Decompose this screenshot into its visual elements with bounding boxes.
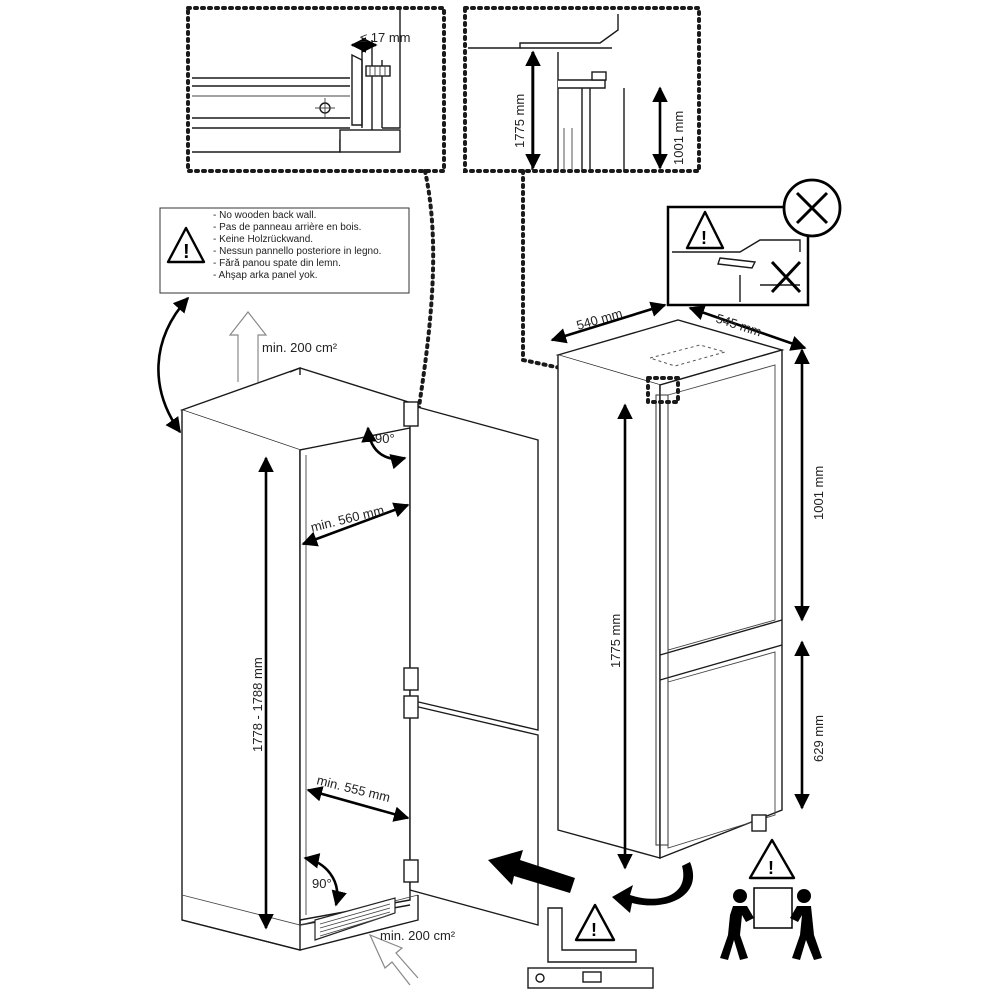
vent-top-arrow-icon [228, 311, 268, 382]
vent-top-label: min. 200 cm² [262, 340, 338, 355]
note-line-6: - Ahşap arka panel yok. [213, 270, 318, 281]
two-person-lift-icon: ! [720, 838, 822, 960]
svg-text:!: ! [768, 858, 774, 878]
lift-warning-icon [748, 838, 796, 880]
note-line-2: - Pas de panneau arrière en bois. [213, 222, 361, 233]
note-line-4: - Nessun pannello posteriore in legno. [213, 246, 381, 257]
note-line-1: - No wooden back wall. [213, 210, 316, 221]
cabinet-height-label: 1778 - 1788 mm [250, 657, 265, 752]
rotate-arrow-icon [612, 862, 694, 913]
inset-warning-icon [685, 210, 725, 250]
vent-bottom-label: min. 200 cm² [380, 928, 456, 943]
detail-heights: 1775 mm 1001 mm [463, 6, 701, 173]
angle-top-label: 90° [375, 431, 395, 446]
cabinet-door-lower [409, 704, 539, 926]
note-line-3: - Keine Holzrückwand. [213, 234, 313, 245]
cabinet-door-upper [409, 404, 539, 731]
spirit-level-square-icon: ! [527, 903, 654, 989]
vent-bottom-arrow-icon [368, 933, 419, 986]
svg-text:!: ! [183, 241, 190, 263]
detail-height-total-label: 1775 mm [512, 94, 527, 148]
appliance-lower-height-label: 629 mm [811, 715, 826, 762]
back-wall-arrow [157, 296, 190, 434]
svg-text:!: ! [591, 920, 597, 940]
detail-hinge-gap: ≤ 17 mm [186, 6, 446, 173]
appliance: 540 mm 545 mm 1775 mm 1001 mm 629 mm [550, 301, 826, 870]
appliance-height-label: 1775 mm [608, 614, 623, 668]
note-line-5: - Fără panou spate din lemn. [213, 258, 341, 269]
appliance-upper-height-label: 1001 mm [811, 466, 826, 520]
slide-in-arrow-icon [488, 850, 575, 893]
cabinet-housing: min. 200 cm² 90° 90° min. 560 mm min. 55… [179, 311, 539, 986]
warning-note-box: ! - No wooden back wall. - Pas de pannea… [159, 207, 410, 294]
angle-bottom-label: 90° [312, 876, 332, 891]
warning-icon [166, 226, 206, 264]
wrong-mounting-inset: ! [666, 178, 842, 307]
appliance-depth-label: 540 mm [575, 306, 624, 333]
hinge-gap-label: ≤ 17 mm [360, 30, 410, 45]
detail-height-lower-label: 1001 mm [671, 111, 686, 165]
svg-text:!: ! [701, 228, 707, 248]
level-warning-icon [574, 903, 616, 942]
